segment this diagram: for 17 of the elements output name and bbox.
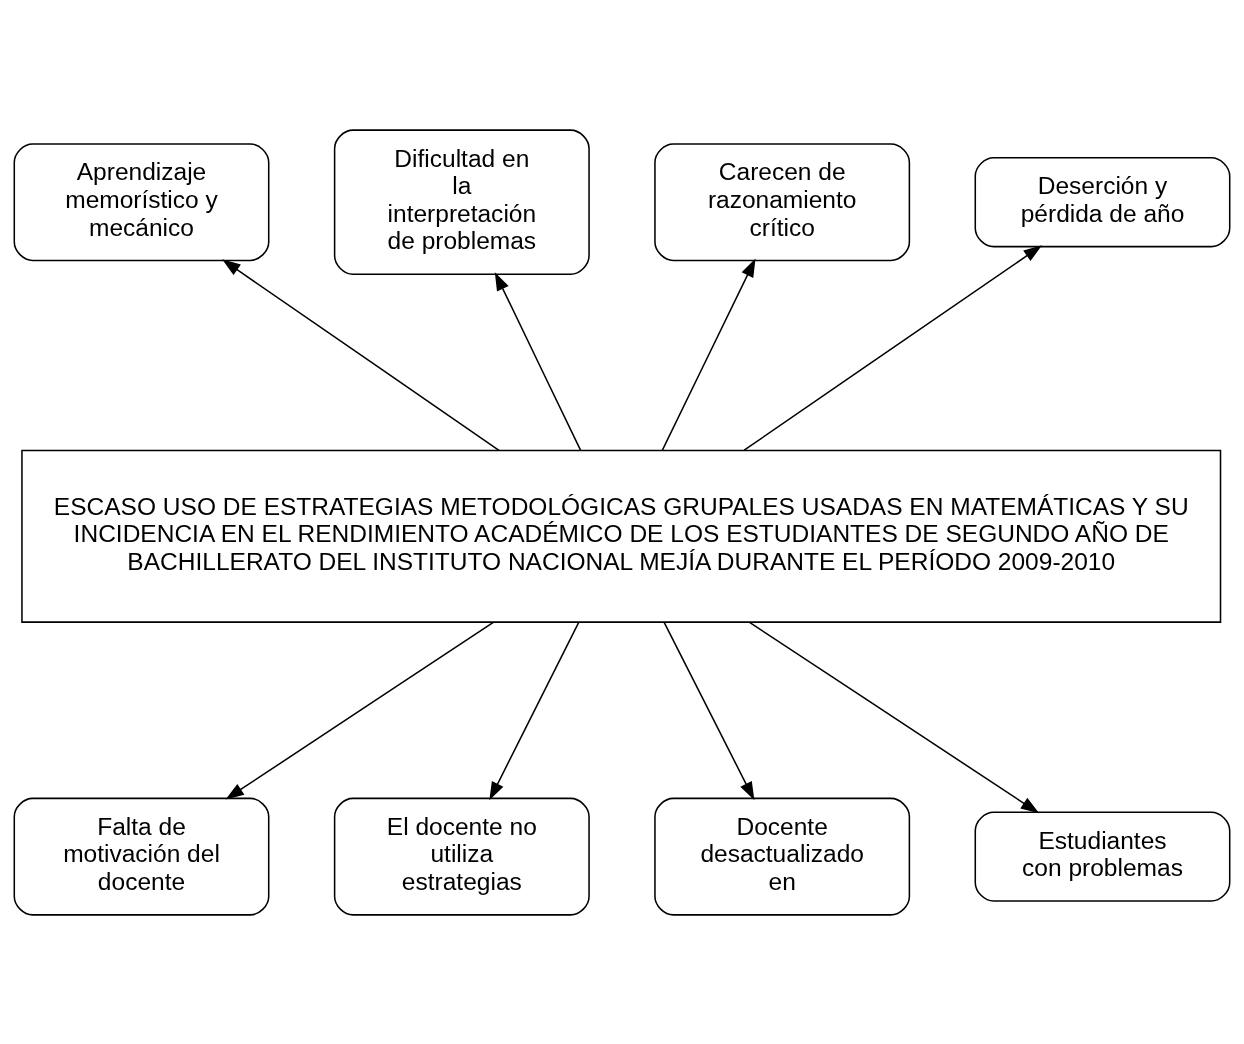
node-box: Docente desactualizado en — [654, 797, 911, 916]
node-box: Estudiantes con problemas — [974, 810, 1231, 902]
arrow — [494, 271, 582, 451]
arrow — [222, 258, 500, 451]
node-box: Dificultad en la interpretación de problemas — [333, 128, 590, 275]
node-box: Aprendizaje memorístico y mecánico — [13, 142, 270, 261]
node-box: Deserción y pérdida de año — [974, 156, 1231, 247]
arrow — [663, 621, 755, 800]
arrow — [748, 621, 1040, 813]
node-box: Falta de motivación del docente — [13, 797, 270, 916]
arrow — [743, 244, 1042, 451]
node-box: ESCASO USO DE ESTRATEGIAS METODOLÓGICAS GRUPALES USADAS EN MATEMÁTICAS Y SU INCIDENCIA EN EL RENDIMIENTO ACADÉMICO DE LOS ESTUDIANTES DE SEGUNDO AÑO DE BACHILLERATO DEL INSTITUTO NACIONAL MEJÍA DURANTE EL PERÍODO 2009-2010 — [21, 449, 1222, 623]
node-box: El docente no utiliza estrategias — [333, 797, 590, 916]
node-box: Carecen de razonamiento crítico — [654, 142, 911, 261]
arrow — [225, 621, 495, 800]
arrow — [661, 258, 756, 451]
arrow — [489, 621, 580, 800]
